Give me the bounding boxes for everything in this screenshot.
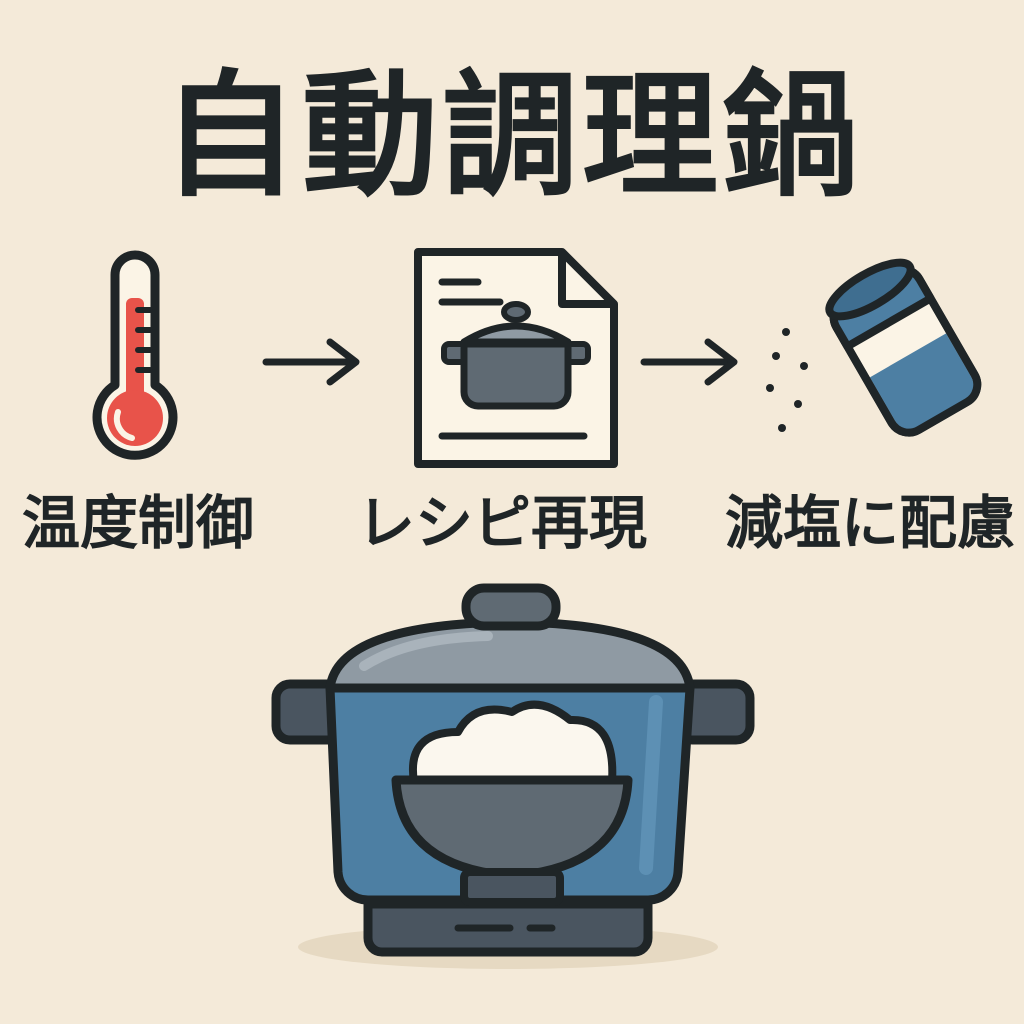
arrow-right-icon: [640, 338, 738, 386]
step-label-recipe-reproduction: レシピ再現: [356, 489, 647, 557]
step-label-temperature-control: 温度制御: [21, 489, 254, 557]
arrow-right-icon: [262, 338, 360, 386]
salt-shaker-icon: [766, 258, 982, 437]
step-label-low-salt: 減塩に配慮: [724, 489, 1015, 557]
recipe-document-icon: [414, 248, 618, 468]
electric-cooking-pot-icon: [271, 583, 755, 969]
thermometer-icon: [92, 250, 178, 460]
page-title: 自動調理鍋: [162, 58, 862, 216]
